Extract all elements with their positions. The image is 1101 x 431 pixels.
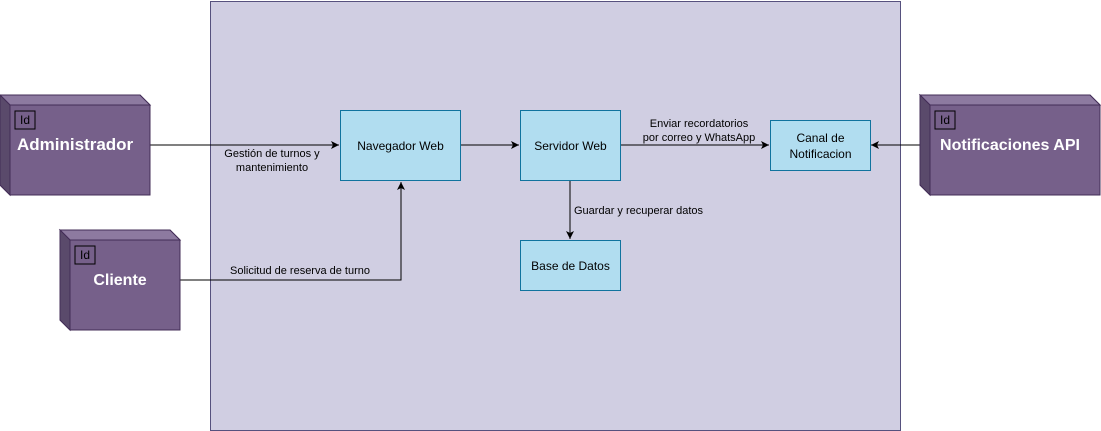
edge-label-cliente-to-navegador: Solicitud de reserva de turno — [217, 264, 383, 278]
actor-notificaciones-api: Id Notificaciones API — [918, 93, 1101, 197]
actor-administrador: Id Administrador — [0, 94, 152, 197]
actor-name: Cliente — [93, 272, 146, 289]
servidor-web-node: Servidor Web — [520, 110, 621, 181]
navegador-web-node: Navegador Web — [340, 110, 461, 181]
id-icon — [934, 110, 956, 130]
actor-name: Notificaciones API — [940, 137, 1080, 154]
id-icon-label: Id — [20, 113, 30, 127]
actor-name: Administrador — [17, 135, 134, 154]
edge-label-text: Solicitud de reserva de turno — [229, 265, 371, 277]
edge-label-servidor-to-canal: Enviar recordatorios por correo y WhatsA… — [637, 117, 761, 145]
canal-notificacion-label-line2: Notificacion — [789, 146, 852, 161]
edge-label-line: por correo y WhatsApp — [642, 132, 756, 144]
servidor-web-label: Servidor Web — [534, 138, 607, 153]
edge-label-admin-to-navegador: Gestión de turnos y mantenimiento — [217, 147, 327, 175]
navegador-web-label: Navegador Web — [357, 138, 444, 153]
edge-label-servidor-to-base: Guardar y recuperar datos — [574, 204, 703, 218]
edge-label-line: Enviar recordatorios — [649, 118, 749, 130]
edge-label-line: mantenimiento — [235, 162, 309, 174]
base-de-datos-node: Base de Datos — [520, 240, 621, 291]
edge-label-text: Guardar y recuperar datos — [574, 205, 704, 217]
id-icon — [74, 245, 96, 265]
canal-notificacion-node: Canal de Notificacion — [770, 120, 871, 171]
id-icon-label: Id — [940, 113, 950, 127]
edge-cliente-to-navegador — [180, 182, 405, 281]
id-icon-label: Id — [80, 248, 90, 262]
canal-notificacion-label-line1: Canal de — [796, 130, 845, 145]
id-icon — [14, 110, 36, 130]
system-boundary — [210, 1, 901, 431]
base-de-datos-label: Base de Datos — [531, 258, 610, 273]
edge-label-line: Gestión de turnos y — [224, 148, 320, 160]
actor-cliente: Id Cliente — [58, 228, 182, 332]
